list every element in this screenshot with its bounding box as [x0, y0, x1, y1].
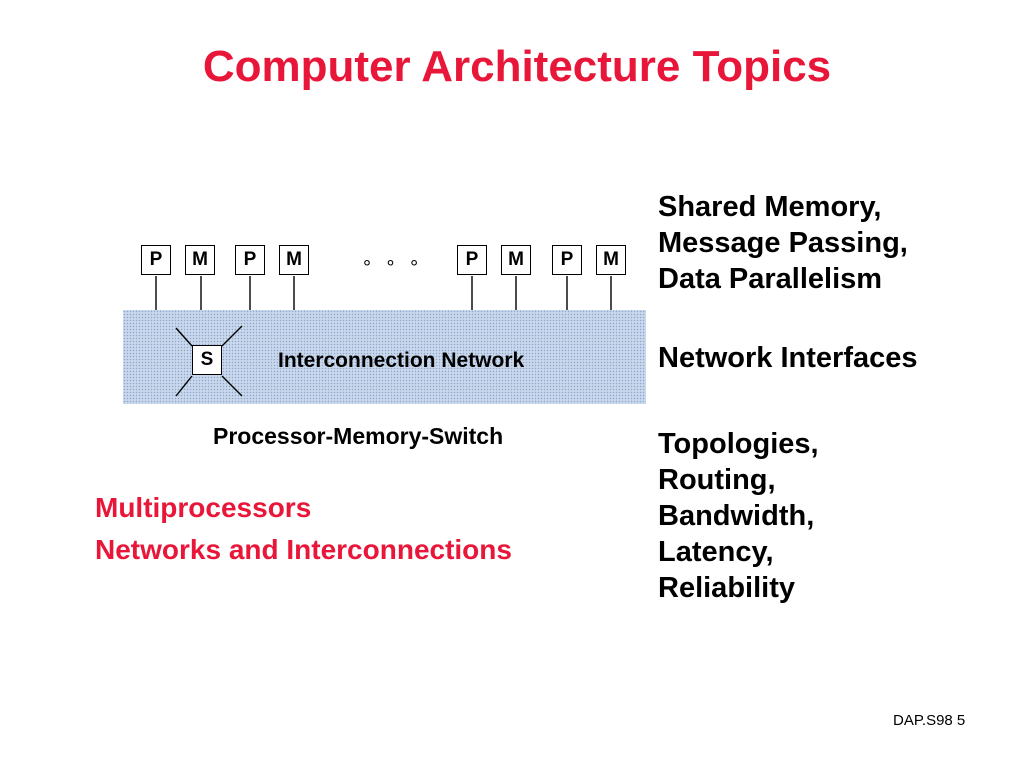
topic-networks: Networks and Interconnections [95, 534, 512, 565]
list-item: Shared Memory, [658, 191, 882, 223]
switch-box: S [192, 345, 222, 375]
diagram-caption: Processor-Memory-Switch [213, 423, 504, 449]
programming-models-list: Shared Memory, Message Passing, Data Par… [658, 189, 908, 297]
ellipsis-dots: ° ° ° [363, 257, 424, 279]
network-label: Interconnection Network [278, 349, 525, 372]
processor-box: P [235, 245, 265, 275]
processor-box: P [552, 245, 582, 275]
list-item: Message Passing, [658, 227, 908, 259]
list-item: Data Parallelism [658, 263, 883, 295]
network-properties-list: Topologies, Routing, Bandwidth, Latency,… [658, 426, 819, 606]
list-item: Latency, [658, 536, 774, 568]
memory-box: M [185, 245, 215, 275]
slide-title: Computer Architecture Topics [202, 42, 832, 91]
list-item: Reliability [658, 572, 795, 604]
list-item: Network Interfaces [658, 342, 918, 374]
topic-multiprocessors: Multiprocessors [95, 492, 312, 523]
processor-box: P [457, 245, 487, 275]
memory-box: M [596, 245, 626, 275]
network-interfaces-list: Network Interfaces [658, 340, 918, 376]
processor-box: P [141, 245, 171, 275]
slide-footer: DAP.S98 5 [893, 712, 966, 729]
memory-box: M [501, 245, 531, 275]
topics-list: Multiprocessors Networks and Interconnec… [95, 487, 512, 571]
list-item: Routing, [658, 464, 776, 496]
list-item: Topologies, [658, 428, 819, 460]
list-item: Bandwidth, [658, 500, 815, 532]
memory-box: M [279, 245, 309, 275]
